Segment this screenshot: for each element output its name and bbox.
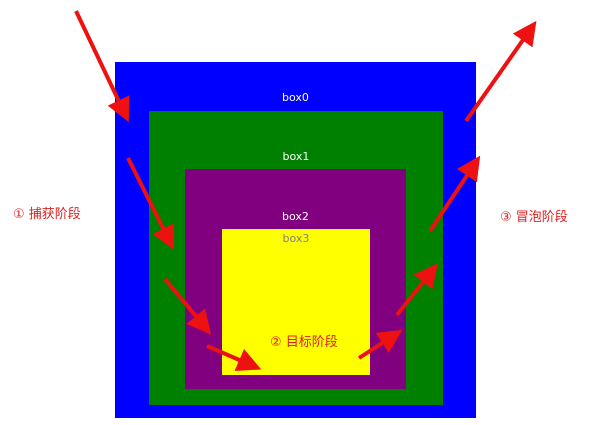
box3: box3: [222, 229, 370, 375]
box0-label: box0: [282, 91, 309, 104]
box0: box0 box1 box2 box3: [115, 62, 476, 418]
box2: box2 box3: [185, 169, 406, 389]
capture-phase-label: ① 捕获阶段: [13, 207, 81, 222]
box3-label: box3: [282, 232, 310, 245]
box1-label: box1: [282, 150, 310, 163]
target-phase-label: ② 目标阶段: [270, 335, 338, 350]
box2-label: box2: [282, 210, 309, 223]
box1: box1 box2 box3: [149, 111, 443, 405]
bubble-phase-label: ③ 冒泡阶段: [500, 210, 568, 225]
